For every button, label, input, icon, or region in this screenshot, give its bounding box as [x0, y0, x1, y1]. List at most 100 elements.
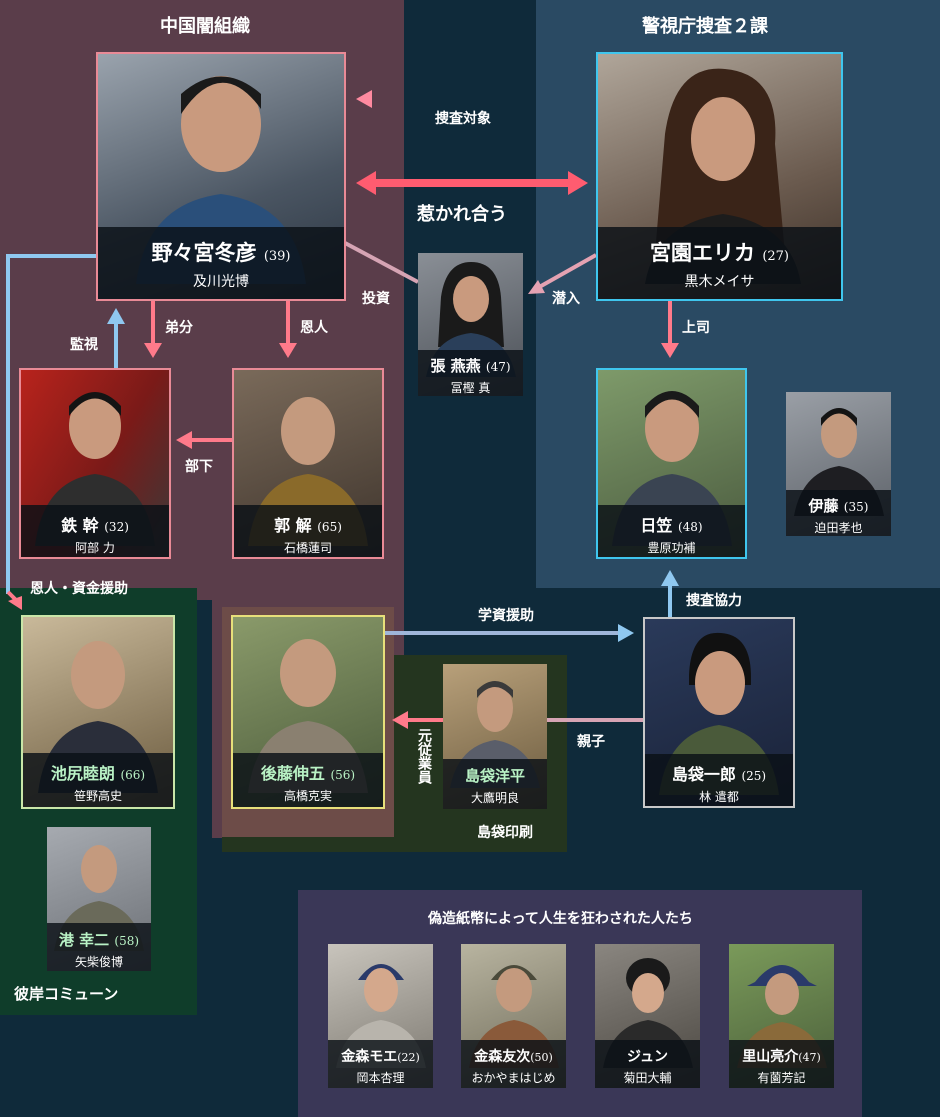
card-tomoji[interactable]: 金森友次(50) おかやまはじめ [461, 944, 566, 1088]
actor-name: 冨樫 真 [450, 381, 491, 395]
person-name: ジュン [626, 1049, 669, 1065]
card-yohei[interactable]: 島袋洋平 大鷹明良 [443, 664, 547, 809]
print-title: 島袋印刷 [477, 825, 533, 841]
caption: 金森モエ(22) 岡本杏理 [328, 1040, 433, 1088]
label-oyako: 親子 [577, 734, 605, 750]
label-sennyu: 潜入 [552, 291, 580, 307]
higan-title: 彼岸コミューン [14, 985, 119, 1003]
person-name: 伊藤 [808, 497, 839, 515]
card-satoyama[interactable]: 里山亮介(47) 有薗芳記 [729, 944, 834, 1088]
card-minato[interactable]: 港 幸二 (58) 矢柴俊博 [47, 827, 151, 971]
label-kanshi: 監視 [70, 337, 98, 353]
actor-name: 有薗芳記 [757, 1071, 806, 1085]
person-name: 島袋洋平 [464, 767, 525, 785]
person-name: 池尻睦朗 [50, 764, 115, 783]
actor-name: 林 遣都 [699, 790, 739, 804]
person-name: 日笠 [640, 516, 673, 535]
person-age: (47) [485, 360, 511, 374]
actor-name: おかやまはじめ [471, 1071, 556, 1085]
card-nonomiya[interactable]: 野々宮冬彦 (39) 及川光博 [96, 52, 346, 301]
mafia-title: 中国闇組織 [160, 16, 250, 37]
person-age: (35) [843, 500, 869, 514]
caption: 後藤伸五 (56) 高橋克実 [233, 753, 383, 807]
caption: 郭 解 (65) 石橋蓮司 [234, 505, 382, 557]
label-joushi: 上司 [682, 320, 710, 336]
person-name: 里山亮介 [742, 1049, 799, 1065]
person-age: (22) [397, 1051, 420, 1064]
victims-title: 偽造紙幣によって人生を狂わされた人たち [428, 911, 693, 927]
person-age: (65) [317, 520, 342, 534]
person-age: (47) [798, 1051, 821, 1064]
caption: 宮園エリカ (27) 黒木メイサ [598, 227, 841, 299]
actor-name: 高橋克実 [283, 789, 332, 803]
actor-name: 笹野高史 [73, 789, 122, 803]
caption: ジュン 菊田大輔 [595, 1040, 700, 1088]
label-sousa-taisho: 捜査対象 [435, 111, 491, 127]
person-name: 宮園エリカ [650, 240, 755, 265]
caption: 島袋洋平 大鷹明良 [443, 759, 547, 809]
actor-name: 阿部 力 [75, 541, 115, 555]
caption: 里山亮介(47) 有薗芳記 [729, 1040, 834, 1088]
actor-name: 豊原功補 [647, 541, 696, 555]
actor-name: 菊田大輔 [623, 1071, 672, 1085]
card-moe[interactable]: 金森モエ(22) 岡本杏理 [328, 944, 433, 1088]
card-ichiro[interactable]: 島袋一郎 (25) 林 遣都 [643, 617, 795, 808]
label-moto-jugyoin: 元従業員 [416, 728, 432, 784]
card-tetsu[interactable]: 鉄 幹 (32) 阿部 力 [19, 368, 171, 559]
actor-name: 石橋蓮司 [283, 541, 332, 555]
person-name: 後藤伸五 [260, 764, 325, 783]
caption: 池尻睦朗 (66) 笹野高史 [23, 753, 173, 807]
label-gakushi: 学資援助 [478, 608, 534, 624]
person-name: 張 燕燕 [430, 357, 481, 375]
caption: 野々宮冬彦 (39) 及川光博 [98, 227, 344, 299]
person-age: (56) [330, 768, 356, 782]
card-kaku[interactable]: 郭 解 (65) 石橋蓮司 [232, 368, 384, 559]
label-onjin-shikin: 恩人・資金援助 [30, 581, 128, 597]
card-ikejiri[interactable]: 池尻睦朗 (66) 笹野高史 [21, 615, 175, 809]
card-miyazono[interactable]: 宮園エリカ (27) 黒木メイサ [596, 52, 843, 301]
person-name: 島袋一郎 [671, 765, 736, 784]
caption: 金森友次(50) おかやまはじめ [461, 1040, 566, 1088]
card-goto[interactable]: 後藤伸五 (56) 高橋克実 [231, 615, 385, 809]
person-age: (66) [120, 768, 146, 782]
person-name: 野々宮冬彦 [151, 240, 257, 265]
person-age: (25) [741, 769, 767, 783]
card-ito[interactable]: 伊藤 (35) 迫田孝也 [786, 392, 891, 536]
label-hikareau: 惹かれ合う [417, 204, 507, 225]
label-toushi: 投資 [362, 291, 390, 307]
actor-name: 黒木メイサ [684, 274, 755, 290]
person-name: 郭 解 [274, 516, 312, 535]
card-jun[interactable]: ジュン 菊田大輔 [595, 944, 700, 1088]
caption: 島袋一郎 (25) 林 遣都 [645, 754, 793, 806]
label-sousa-kyoryoku: 捜査協力 [686, 593, 742, 609]
police-title: 警視庁捜査２課 [642, 16, 768, 37]
caption: 鉄 幹 (32) 阿部 力 [21, 505, 169, 557]
actor-name: 大鷹明良 [470, 791, 519, 805]
label-onjin: 恩人 [300, 320, 328, 336]
caption: 伊藤 (35) 迫田孝也 [786, 490, 891, 536]
actor-name: 矢柴俊博 [74, 955, 123, 969]
person-name: 鉄 幹 [61, 516, 99, 535]
arrow-onjin-shikin [6, 254, 98, 594]
caption: 港 幸二 (58) 矢柴俊博 [47, 923, 151, 971]
label-otouto: 弟分 [165, 320, 193, 336]
actor-name: 岡本杏理 [356, 1071, 405, 1085]
caption: 日笠 (48) 豊原功補 [598, 505, 745, 557]
card-chang[interactable]: 張 燕燕 (47) 冨樫 真 [418, 253, 523, 396]
person-name: 港 幸二 [58, 931, 110, 949]
label-buka: 部下 [185, 459, 213, 475]
person-name: 金森友次 [474, 1049, 531, 1065]
arrow-toushi [344, 241, 419, 284]
person-age: (27) [762, 249, 789, 264]
person-age: (32) [104, 520, 129, 534]
person-age: (39) [263, 249, 291, 264]
actor-name: 迫田孝也 [814, 521, 863, 535]
person-name: 金森モエ [341, 1049, 398, 1065]
arrow-sennyu [533, 253, 597, 292]
person-age: (58) [114, 934, 140, 948]
card-hikasa[interactable]: 日笠 (48) 豊原功補 [596, 368, 747, 559]
person-age: (48) [677, 520, 703, 534]
caption: 張 燕燕 (47) 冨樫 真 [418, 350, 523, 396]
